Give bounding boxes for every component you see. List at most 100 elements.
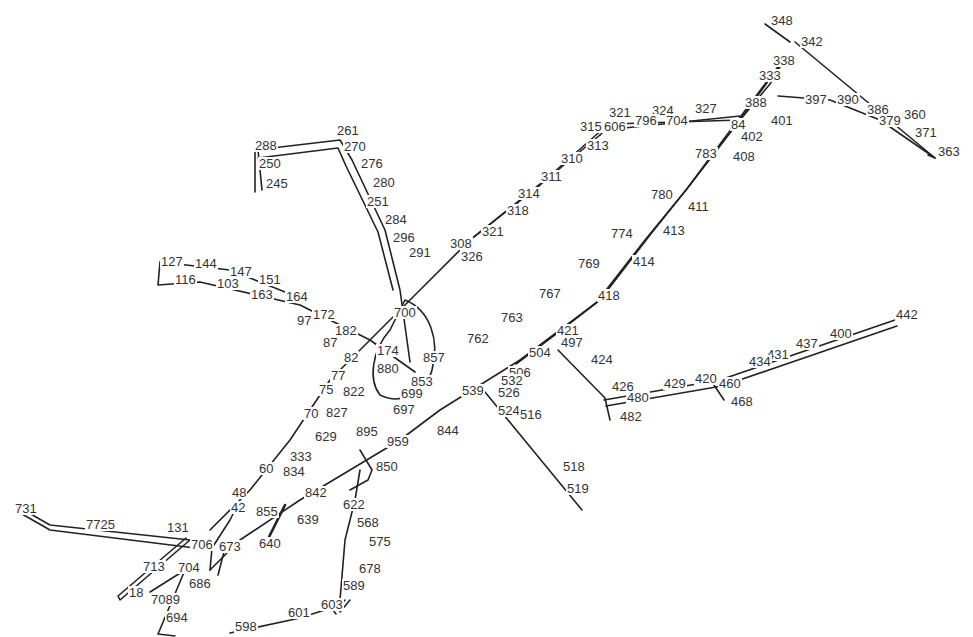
station-number: 959 [386,435,410,448]
station-number: 429 [663,377,687,390]
station-number: 163 [250,288,274,301]
station-number: 7725 [85,518,116,531]
station-number: 518 [562,460,586,473]
station-number: 516 [519,408,543,421]
station-number: 18 [128,586,144,599]
station-number: 420 [694,372,718,385]
station-number: 699 [400,387,424,400]
station-number: 895 [355,425,379,438]
station-number: 270 [343,140,367,153]
station-number: 526 [497,386,521,399]
station-number: 342 [800,35,824,48]
station-number: 308 [449,237,473,250]
station-number: 539 [461,384,485,397]
station-number: 70 [303,407,319,420]
station-number: 103 [216,277,240,290]
station-number: 327 [694,102,718,115]
station-number: 48 [231,486,247,499]
station-number: 321 [481,225,505,238]
station-number: 77 [330,369,346,382]
station-number: 7089 [150,593,181,606]
station-number: 424 [590,353,614,366]
station-number: 855 [255,505,279,518]
station-number: 519 [566,482,590,495]
station-number: 310 [560,152,584,165]
station-number: 296 [392,231,416,244]
station-number: 767 [538,287,562,300]
station-number: 276 [360,157,384,170]
station-number: 314 [517,187,541,200]
station-number: 697 [392,403,416,416]
station-number: 603 [320,598,344,611]
station-number: 313 [586,139,610,152]
station-number: 601 [287,606,311,619]
station-number: 842 [304,486,328,499]
station-number: 261 [336,124,360,137]
station-number: 704 [665,114,689,127]
station-number: 408 [732,150,756,163]
station-number: 414 [632,255,656,268]
station-number: 629 [314,430,338,443]
station-number: 524 [497,404,521,417]
station-number: 731 [14,502,38,515]
station-number: 321 [608,106,632,119]
station-number: 164 [285,290,309,303]
station-number: 622 [342,498,366,511]
station-number: 763 [500,311,524,324]
station-number: 75 [318,383,334,396]
station-number: 318 [506,204,530,217]
station-number: 769 [577,257,601,270]
station-number: 774 [610,227,634,240]
station-number: 437 [795,337,819,350]
station-number: 390 [836,93,860,106]
station-number: 326 [460,250,484,263]
station-number: 333 [758,69,782,82]
station-number: 480 [626,391,650,404]
station-number: 338 [772,54,796,67]
station-number: 97 [296,314,312,327]
station-number: 686 [188,577,212,590]
station-number: 42 [230,501,246,514]
station-number: 706 [190,538,214,551]
station-number: 379 [878,114,902,127]
station-number: 606 [603,120,627,133]
station-number: 151 [258,273,282,286]
station-number: 857 [422,351,446,364]
station-number: 640 [258,537,282,550]
station-number: 400 [829,327,853,340]
station-number: 87 [322,336,338,349]
station-number: 568 [356,516,380,529]
station-number: 694 [165,611,189,624]
station-number: 348 [770,14,794,27]
station-number: 783 [694,147,718,160]
station-number: 482 [619,410,643,423]
station-number: 371 [914,126,938,139]
station-number: 251 [366,195,390,208]
station-number: 397 [804,93,828,106]
station-number: 116 [174,273,197,286]
station-number: 418 [597,289,621,302]
station-number: 172 [312,308,336,321]
station-number: 411 [687,200,710,213]
station-number: 127 [160,255,184,268]
station-number: 291 [408,246,432,259]
station-number: 245 [265,177,289,190]
station-number: 880 [376,362,400,375]
station-number: 497 [560,336,584,349]
station-number: 704 [177,561,201,574]
station-number: 678 [358,562,382,575]
station-number: 388 [744,96,768,109]
station-number: 131 [166,521,190,534]
station-number: 575 [368,535,392,548]
station-number: 284 [384,213,408,226]
station-number: 360 [903,108,927,121]
station-number: 639 [296,513,320,526]
station-number: 280 [372,176,396,189]
station-number: 250 [258,157,282,170]
station-number: 796 [634,114,658,127]
station-number: 834 [282,465,306,478]
station-number: 673 [218,540,242,553]
station-number: 288 [254,139,278,152]
station-number: 442 [895,308,919,321]
station-number: 82 [343,351,359,364]
